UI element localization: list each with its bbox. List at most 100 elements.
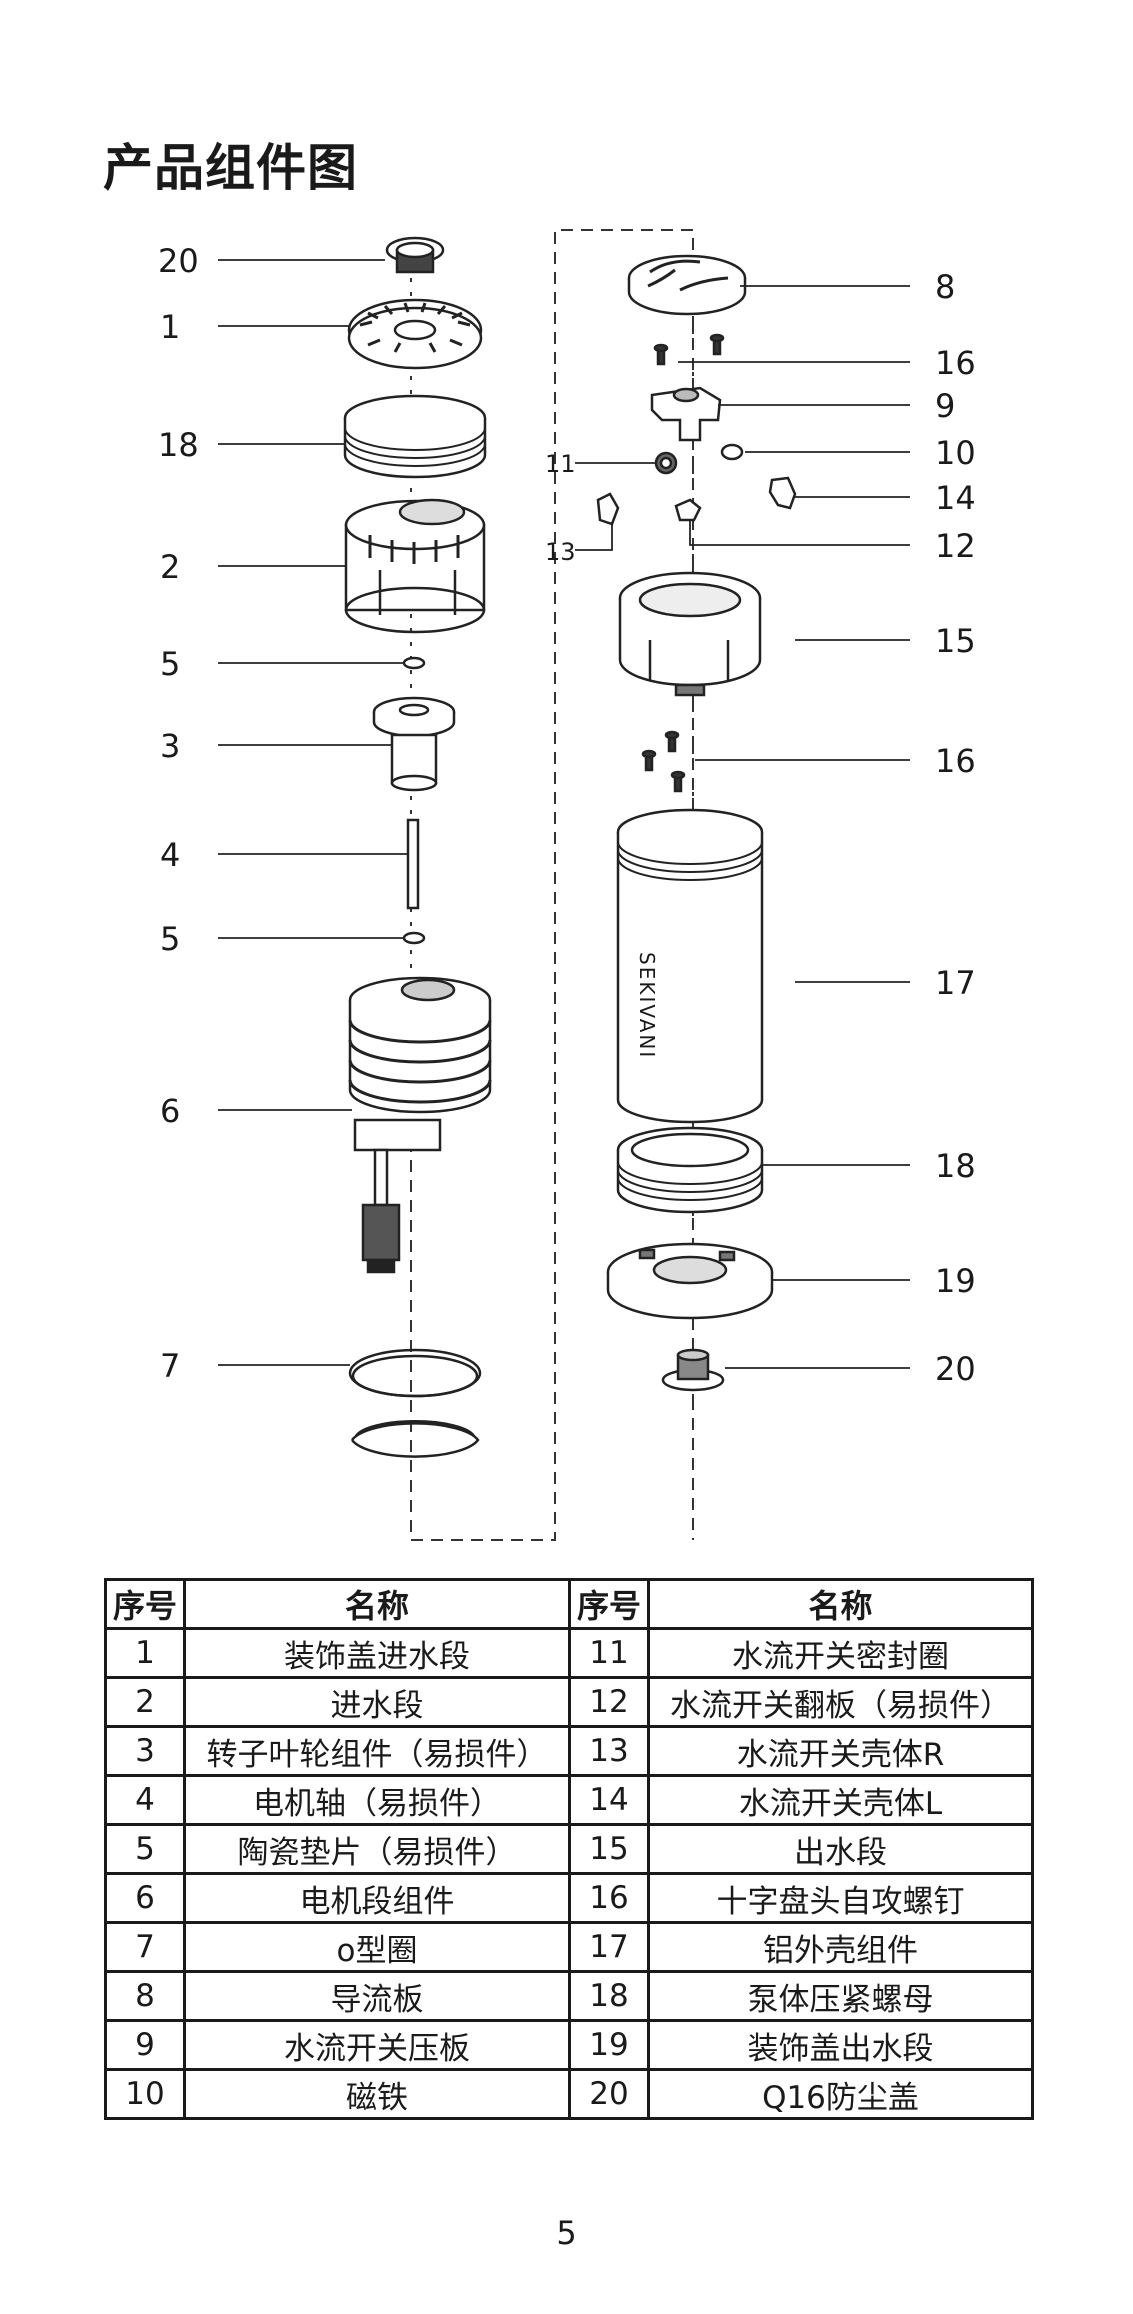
callout-17: 17 [935,964,976,1002]
part-number: 13 [568,1725,650,1777]
part-name: 水流开关壳体R [647,1725,1034,1777]
seal-ring-part [654,451,678,475]
part-name: o型圈 [183,1921,571,1973]
part-number: 16 [568,1872,650,1924]
callout-14: 14 [935,479,976,517]
part-name: 出水段 [647,1823,1034,1875]
callout-3: 3 [160,727,180,765]
pressure-plate-part [650,386,722,442]
housing-logo: SEKIVANI [635,952,659,1059]
switch-flap-part [674,498,702,522]
part-name: 十字盘头自攻螺钉 [647,1872,1034,1924]
table-row: 10 磁铁 20 Q16防尘盖 [104,2068,1034,2120]
screw-part-top [653,333,725,366]
callout-5b: 5 [160,920,180,958]
column-header-number-2: 序号 [568,1578,650,1630]
part-name: 导流板 [183,1970,571,2022]
pump-nut-part-bottom [616,1126,764,1214]
part-name: 泵体压紧螺母 [647,1970,1034,2022]
part-name: 进水段 [183,1676,571,1728]
callout-11: 11 [545,450,576,478]
aluminum-housing-part [616,808,764,1124]
part-number: 20 [568,2068,650,2120]
table-row: 5 陶瓷垫片（易损件） 15 出水段 [104,1823,1034,1875]
outlet-section-part [618,571,762,697]
callout-18b: 18 [935,1147,976,1185]
part-name: 磁铁 [183,2068,571,2120]
part-name: 水流开关壳体L [647,1774,1034,1826]
part-number: 2 [104,1676,186,1728]
inlet-cover-part [347,298,483,370]
part-number: 10 [104,2068,186,2120]
callout-10: 10 [935,434,976,472]
magnet-part [720,443,744,461]
callout-13: 13 [545,538,576,566]
dust-cap-part [385,236,445,274]
table-row: 9 水流开关压板 19 装饰盖出水段 [104,2019,1034,2071]
column-header-number: 序号 [104,1578,186,1630]
part-number: 17 [568,1921,650,1973]
callout-1: 1 [160,308,180,346]
outlet-cover-part [606,1242,774,1320]
table-row: 6 电机段组件 16 十字盘头自攻螺钉 [104,1872,1034,1924]
column-header-name-2: 名称 [647,1578,1034,1630]
callout-18: 18 [158,426,199,464]
leader-lines [218,259,910,1369]
table-row: 7 o型圈 17 铝外壳组件 [104,1921,1034,1973]
screw-part-mid [641,730,686,793]
part-number: 3 [104,1725,186,1777]
part-name: 装饰盖出水段 [647,2019,1034,2071]
callout-9: 9 [935,387,955,425]
part-name: 水流开关密封圈 [647,1627,1034,1679]
part-name: 装饰盖进水段 [183,1627,571,1679]
column-header-name: 名称 [183,1578,571,1630]
part-number: 11 [568,1627,650,1679]
part-number: 15 [568,1823,650,1875]
rotor-impeller-part [372,696,456,792]
switch-housing-r-part [596,492,620,526]
motor-section-part [348,976,492,1274]
callout-8: 8 [935,268,955,306]
part-number: 1 [104,1627,186,1679]
ceramic-gasket-part-2 [402,931,426,945]
table-row: 3 转子叶轮组件（易损件） 13 水流开关壳体R [104,1725,1034,1777]
callout-7: 7 [160,1347,180,1385]
callouts-left: 20 1 18 2 5 3 4 5 6 7 [158,242,199,1385]
page-number: 5 [556,2214,577,2252]
callout-16: 16 [935,344,976,382]
callout-16b: 16 [935,742,976,780]
part-name: 铝外壳组件 [647,1921,1034,1973]
part-name: 水流开关翻板（易损件） [647,1676,1034,1728]
callouts-right: 8 16 9 11 10 14 13 12 15 16 17 18 19 20 [545,268,976,1388]
table-header-row: 序号 名称 序号 名称 [104,1578,1034,1630]
part-number: 9 [104,2019,186,2071]
part-number: 5 [104,1823,186,1875]
motor-shaft-part [406,818,420,910]
callout-19: 19 [935,1262,976,1300]
diverter-plate-part [627,254,747,316]
table-row: 2 进水段 12 水流开关翻板（易损件） [104,1676,1034,1728]
part-name: 水流开关压板 [183,2019,571,2071]
part-number: 14 [568,1774,650,1826]
callout-15: 15 [935,622,976,660]
callout-12: 12 [935,527,976,565]
part-name: 陶瓷垫片（易损件） [183,1823,571,1875]
table-row: 4 电机轴（易损件） 14 水流开关壳体L [104,1774,1034,1826]
callout-5: 5 [160,645,180,683]
part-number: 6 [104,1872,186,1924]
part-name: 电机段组件 [183,1872,571,1924]
part-number: 4 [104,1774,186,1826]
callout-20b: 20 [935,1350,976,1388]
dust-cap-part-bottom [661,1348,725,1392]
part-number: 12 [568,1676,650,1728]
callout-4: 4 [160,836,180,874]
ceramic-gasket-part [402,656,426,670]
part-number: 19 [568,2019,650,2071]
inlet-section-part [344,498,486,634]
page-title: 产品组件图 [103,139,358,197]
pump-nut-part-top [343,394,487,479]
part-number: 18 [568,1970,650,2022]
switch-housing-l-part [768,476,797,510]
o-ring-part [348,1348,482,1458]
parts-table: 序号 名称 序号 名称 1 装饰盖进水段 11 水流开关密封圈 2 进水段 12… [104,1578,1034,2120]
